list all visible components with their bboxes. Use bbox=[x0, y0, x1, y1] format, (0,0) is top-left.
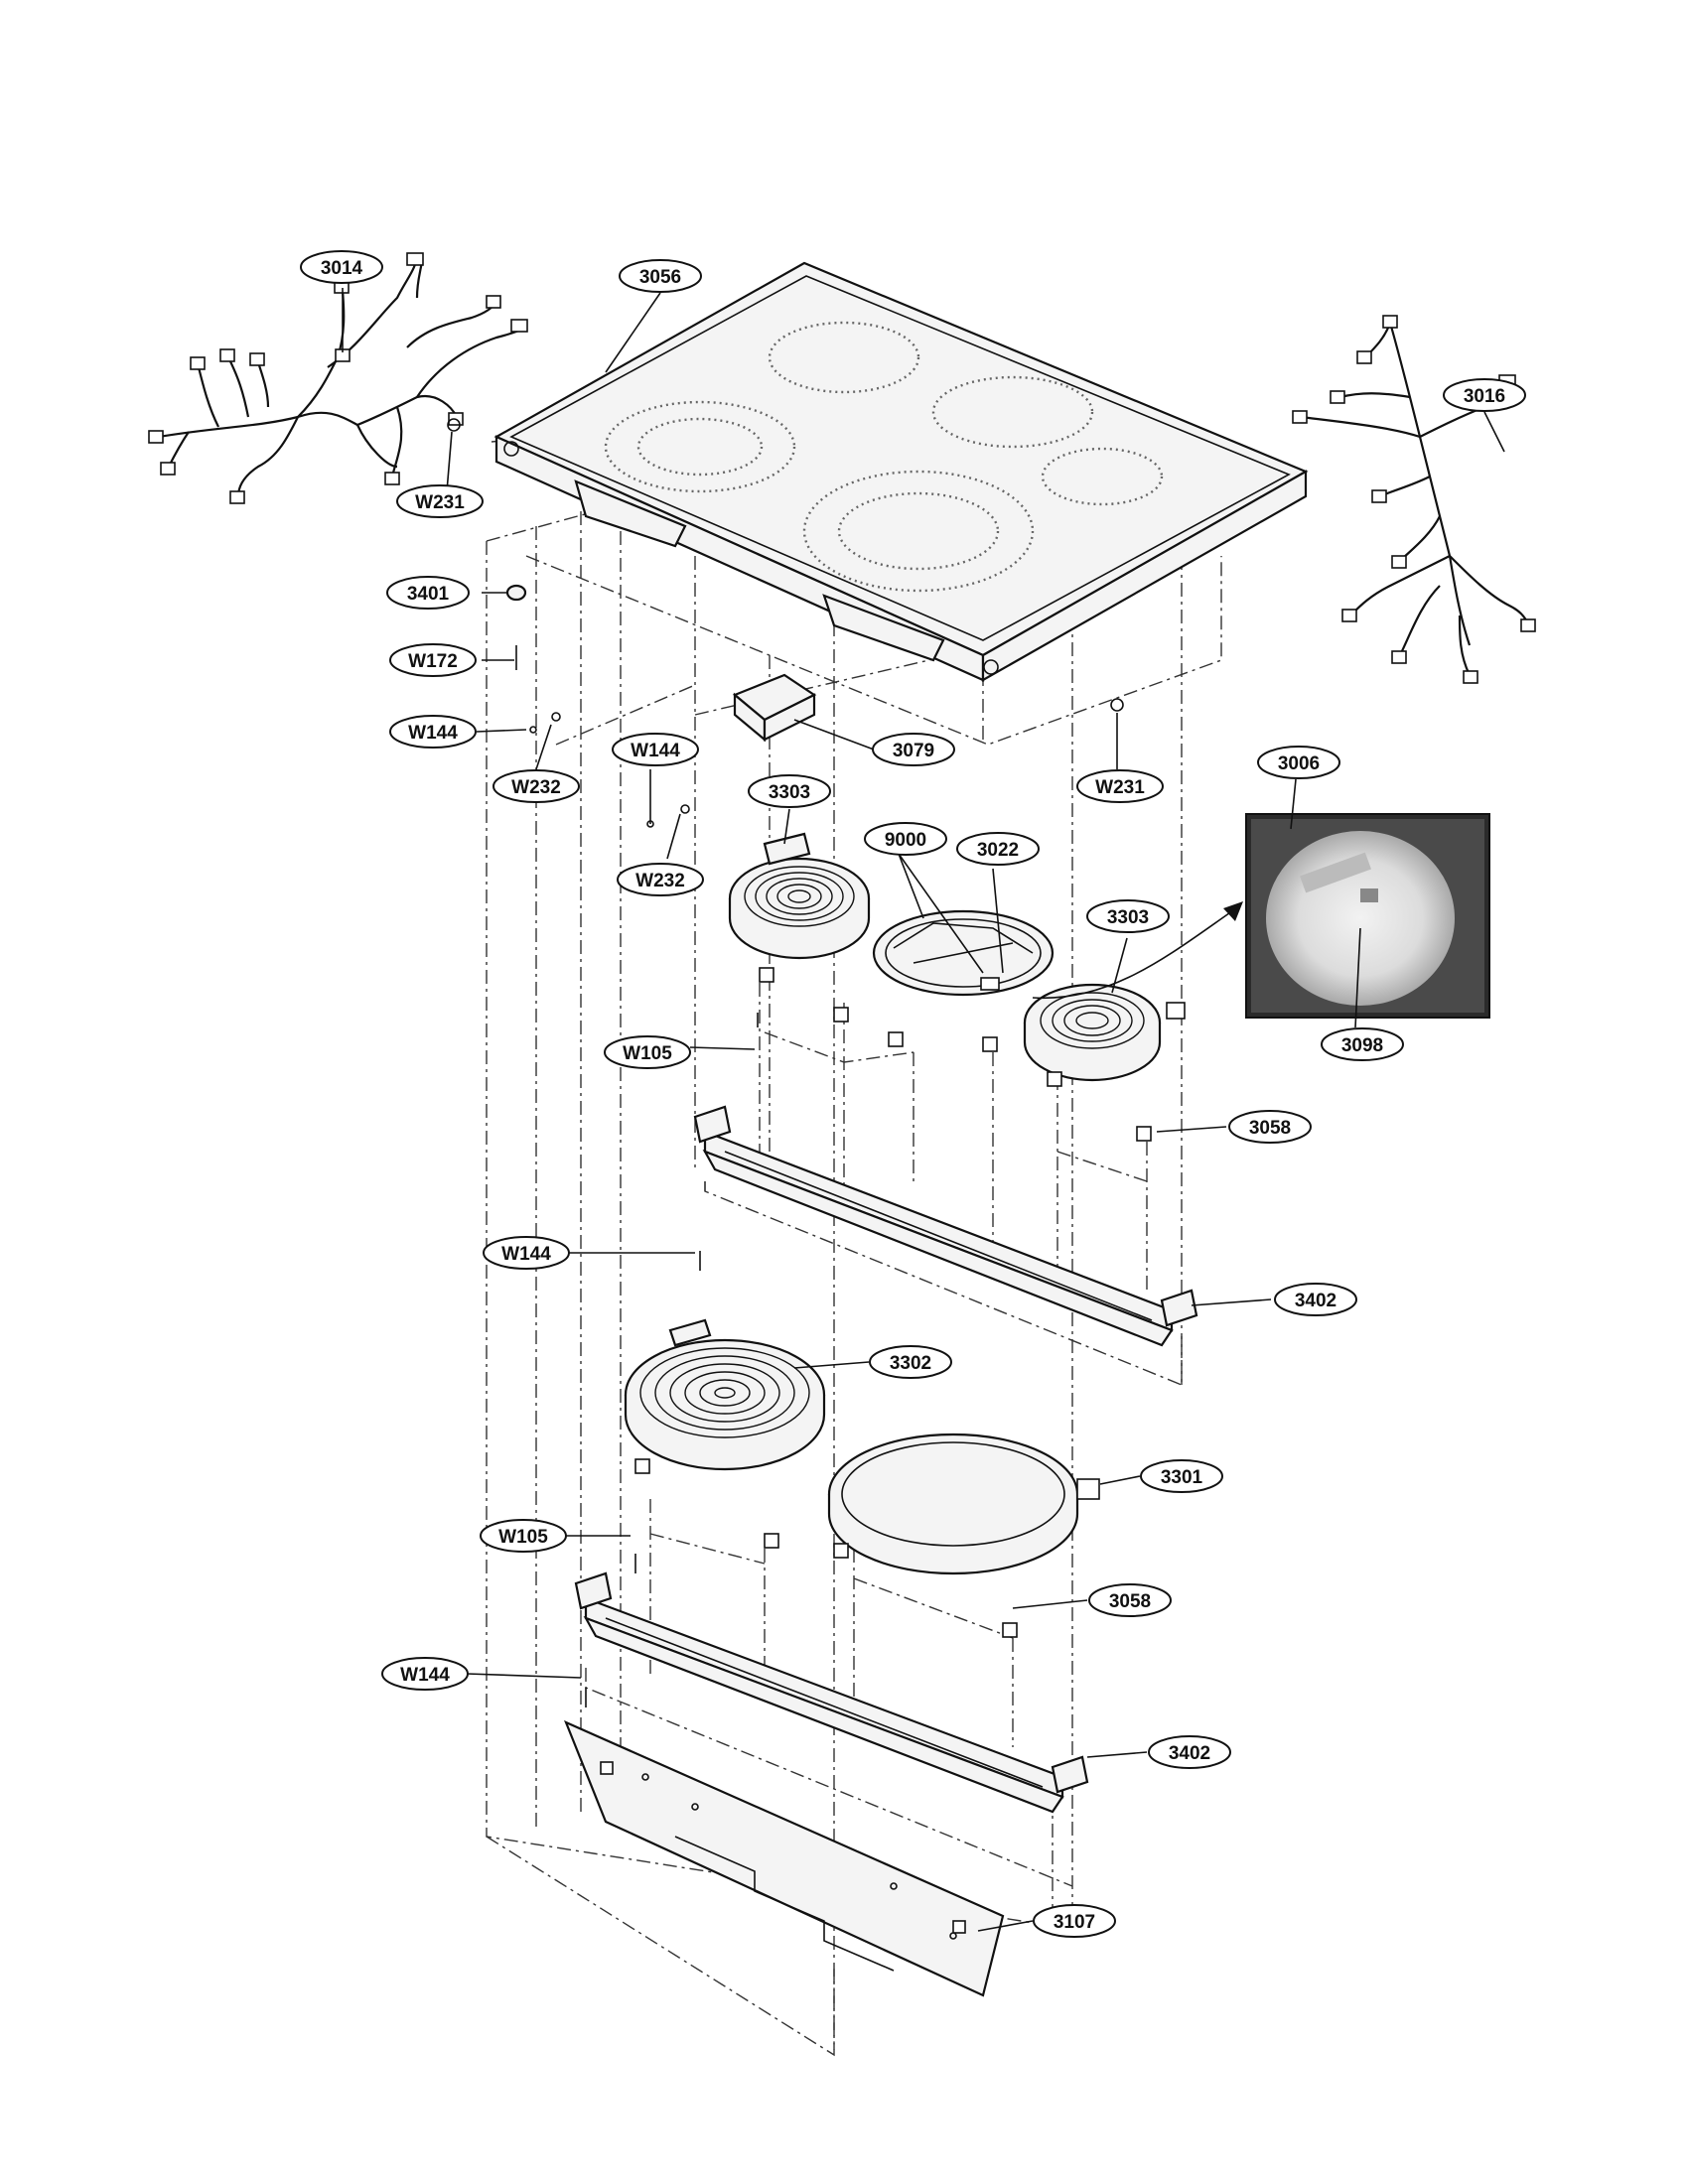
svg-text:W231: W231 bbox=[415, 492, 465, 513]
callout-3098: 3098 bbox=[1321, 1027, 1404, 1061]
callout-w172: W172 bbox=[389, 643, 477, 677]
callout-3301: 3301 bbox=[1140, 1459, 1223, 1493]
callout-3058-b: 3058 bbox=[1088, 1583, 1172, 1617]
callout-3303-b: 3303 bbox=[1086, 899, 1170, 933]
radiant-element-3302 bbox=[624, 1318, 826, 1471]
callout-w232-b: W232 bbox=[617, 863, 704, 896]
callout-3302: 3302 bbox=[869, 1345, 952, 1379]
svg-text:3058: 3058 bbox=[1249, 1118, 1291, 1139]
callout-w144-a: W144 bbox=[389, 715, 477, 749]
callout-w105-b: W105 bbox=[480, 1519, 567, 1553]
svg-text:W144: W144 bbox=[400, 1665, 450, 1686]
wire-harness-3014 bbox=[148, 252, 528, 504]
callout-w231-right: W231 bbox=[1076, 769, 1164, 803]
svg-text:3402: 3402 bbox=[1169, 1743, 1210, 1764]
svg-text:3079: 3079 bbox=[893, 741, 934, 761]
callout-3303-a: 3303 bbox=[748, 774, 831, 808]
small-hardware bbox=[447, 418, 1124, 1707]
callout-3056: 3056 bbox=[619, 259, 702, 293]
callout-3107: 3107 bbox=[1033, 1904, 1116, 1938]
callout-3079: 3079 bbox=[872, 733, 955, 766]
svg-text:W231: W231 bbox=[1095, 777, 1145, 798]
callout-3402-b: 3402 bbox=[1148, 1735, 1231, 1769]
callout-3058-a: 3058 bbox=[1228, 1110, 1312, 1144]
svg-text:W232: W232 bbox=[635, 871, 685, 891]
callout-3016: 3016 bbox=[1443, 378, 1526, 412]
callout-w105-a: W105 bbox=[604, 1035, 691, 1069]
callout-w144-c: W144 bbox=[483, 1236, 570, 1270]
photo-inset-element-detail bbox=[1245, 813, 1490, 1019]
radiant-element-3301 bbox=[827, 1433, 1100, 1575]
callout-w144-d: W144 bbox=[381, 1657, 469, 1691]
callout-w232-a: W232 bbox=[492, 769, 580, 803]
svg-text:3006: 3006 bbox=[1278, 753, 1320, 774]
svg-text:3016: 3016 bbox=[1464, 386, 1505, 407]
svg-text:3098: 3098 bbox=[1341, 1035, 1383, 1056]
terminal-block-3079 bbox=[732, 673, 817, 743]
svg-text:W105: W105 bbox=[498, 1527, 548, 1548]
svg-text:W144: W144 bbox=[408, 723, 458, 744]
svg-text:3401: 3401 bbox=[407, 584, 450, 605]
svg-text:3022: 3022 bbox=[977, 840, 1019, 861]
svg-text:3107: 3107 bbox=[1054, 1912, 1095, 1933]
clips-lower bbox=[634, 1458, 1018, 1638]
svg-text:9000: 9000 bbox=[885, 830, 926, 851]
callout-9000: 9000 bbox=[864, 822, 947, 856]
svg-text:3402: 3402 bbox=[1295, 1291, 1336, 1311]
callout-3014: 3014 bbox=[300, 250, 383, 284]
svg-text:3058: 3058 bbox=[1109, 1591, 1151, 1612]
leader-lines bbox=[342, 288, 1505, 1932]
svg-text:3014: 3014 bbox=[321, 258, 363, 279]
wire-harness-3016 bbox=[1292, 315, 1536, 684]
svg-text:3301: 3301 bbox=[1161, 1467, 1203, 1488]
detail-arrow bbox=[1032, 901, 1243, 1000]
callout-3006: 3006 bbox=[1257, 746, 1340, 779]
callout-w144-b: W144 bbox=[612, 733, 699, 766]
sensor-ring-3022 bbox=[872, 909, 1055, 997]
callout-w231-left: W231 bbox=[396, 484, 484, 518]
svg-text:W105: W105 bbox=[623, 1043, 672, 1064]
callout-3402-a: 3402 bbox=[1274, 1283, 1357, 1316]
clips-upper bbox=[759, 967, 1152, 1142]
svg-text:W144: W144 bbox=[631, 741, 680, 761]
svg-text:3303: 3303 bbox=[1107, 907, 1149, 928]
callout-3022: 3022 bbox=[956, 832, 1040, 866]
radiant-element-3303-right bbox=[1023, 983, 1186, 1082]
callout-3401: 3401 bbox=[386, 576, 470, 610]
radiant-element-3303-left bbox=[728, 832, 871, 960]
svg-text:3303: 3303 bbox=[769, 782, 810, 803]
svg-text:3302: 3302 bbox=[890, 1353, 931, 1374]
cooktop-glass-3056 bbox=[493, 261, 1309, 682]
svg-text:3056: 3056 bbox=[639, 267, 681, 288]
svg-text:W172: W172 bbox=[408, 651, 458, 672]
mounting-bracket-3402-lower bbox=[574, 1571, 1089, 1814]
svg-text:W144: W144 bbox=[501, 1244, 551, 1265]
cover-panel-3107 bbox=[563, 1719, 1005, 1997]
svg-text:W232: W232 bbox=[511, 777, 561, 798]
mounting-bracket-3402-upper bbox=[693, 1105, 1198, 1347]
